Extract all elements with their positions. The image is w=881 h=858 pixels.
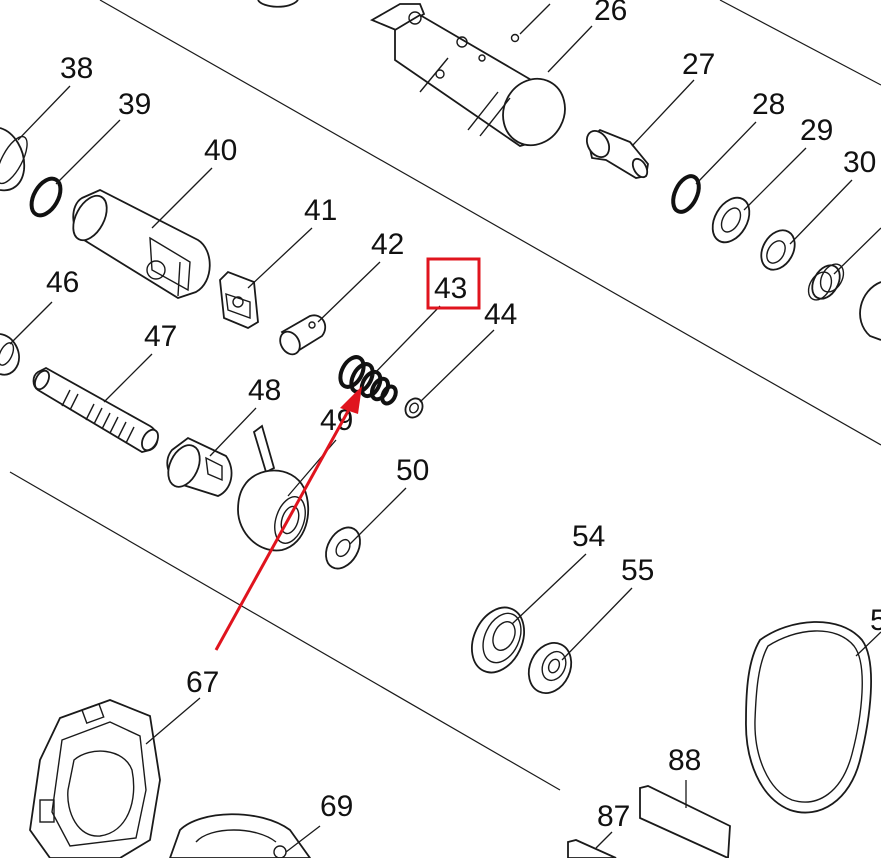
callout-46[interactable]: 46 bbox=[46, 266, 79, 299]
callout-38[interactable]: 38 bbox=[60, 52, 93, 85]
callout-5x[interactable]: 5 bbox=[870, 604, 881, 637]
leader-lines bbox=[9, 3, 881, 853]
part-47-shaft[interactable] bbox=[32, 366, 161, 453]
callout-54[interactable]: 54 bbox=[572, 520, 605, 553]
part-30-bushing[interactable] bbox=[755, 224, 802, 275]
section-borders bbox=[9, 0, 881, 791]
highlight-annotation bbox=[214, 257, 481, 651]
part-43-spring[interactable] bbox=[336, 353, 399, 406]
part-67-housing[interactable] bbox=[29, 699, 161, 858]
callout-44[interactable]: 44 bbox=[484, 298, 517, 331]
callout-69[interactable]: 69 bbox=[320, 790, 353, 823]
highlight-box bbox=[426, 257, 481, 310]
part-87-plate[interactable] bbox=[567, 839, 617, 858]
callout-labels: 26 27 28 29 30 38 39 40 41 42 43 44 46 4… bbox=[46, 0, 881, 833]
part-28-o-ring[interactable] bbox=[668, 172, 704, 216]
callout-29[interactable]: 29 bbox=[800, 114, 833, 147]
part-69-motor[interactable] bbox=[169, 813, 312, 858]
callout-39[interactable]: 39 bbox=[118, 88, 151, 121]
part-38-sleeve[interactable] bbox=[0, 127, 33, 192]
part-44-grommet[interactable] bbox=[402, 395, 426, 420]
highlight-arrow-shaft bbox=[214, 403, 354, 651]
callout-27[interactable]: 27 bbox=[682, 48, 715, 81]
callout-30[interactable]: 30 bbox=[843, 146, 876, 179]
callout-67[interactable]: 67 bbox=[186, 666, 219, 699]
callout-50[interactable]: 50 bbox=[396, 454, 429, 487]
callout-41[interactable]: 41 bbox=[304, 194, 337, 227]
callout-88[interactable]: 88 bbox=[668, 744, 701, 777]
callout-87[interactable]: 87 bbox=[597, 800, 630, 833]
part-46-bushing[interactable] bbox=[0, 333, 20, 376]
part-40-tube[interactable] bbox=[66, 189, 211, 299]
part-5x-belt[interactable] bbox=[745, 621, 872, 814]
callout-28[interactable]: 28 bbox=[752, 88, 785, 121]
part-55-bearing[interactable] bbox=[521, 636, 579, 700]
callout-42[interactable]: 42 bbox=[371, 228, 404, 261]
part-48-cam[interactable] bbox=[162, 436, 233, 497]
callout-40[interactable]: 40 bbox=[204, 134, 237, 167]
part-39-o-ring[interactable] bbox=[26, 174, 67, 221]
part-42-cylinder[interactable] bbox=[276, 314, 327, 358]
callout-26[interactable]: 26 bbox=[594, 0, 627, 27]
part-54-bearing[interactable] bbox=[462, 599, 534, 681]
callout-47[interactable]: 47 bbox=[144, 320, 177, 353]
part-88-plate[interactable] bbox=[639, 785, 731, 858]
part-29-washer[interactable] bbox=[705, 191, 757, 249]
callout-48[interactable]: 48 bbox=[248, 374, 281, 407]
callout-43[interactable]: 43 bbox=[434, 272, 467, 305]
part-49-lever[interactable] bbox=[237, 424, 311, 552]
part-50-washer[interactable] bbox=[319, 521, 367, 574]
highlight-arrow-head bbox=[340, 386, 362, 414]
part-27-pin[interactable] bbox=[582, 127, 650, 180]
part-26-cylinder[interactable] bbox=[257, 0, 576, 156]
callout-55[interactable]: 55 bbox=[621, 554, 654, 587]
part-41-latch[interactable] bbox=[219, 270, 259, 330]
spring-right bbox=[807, 263, 881, 341]
